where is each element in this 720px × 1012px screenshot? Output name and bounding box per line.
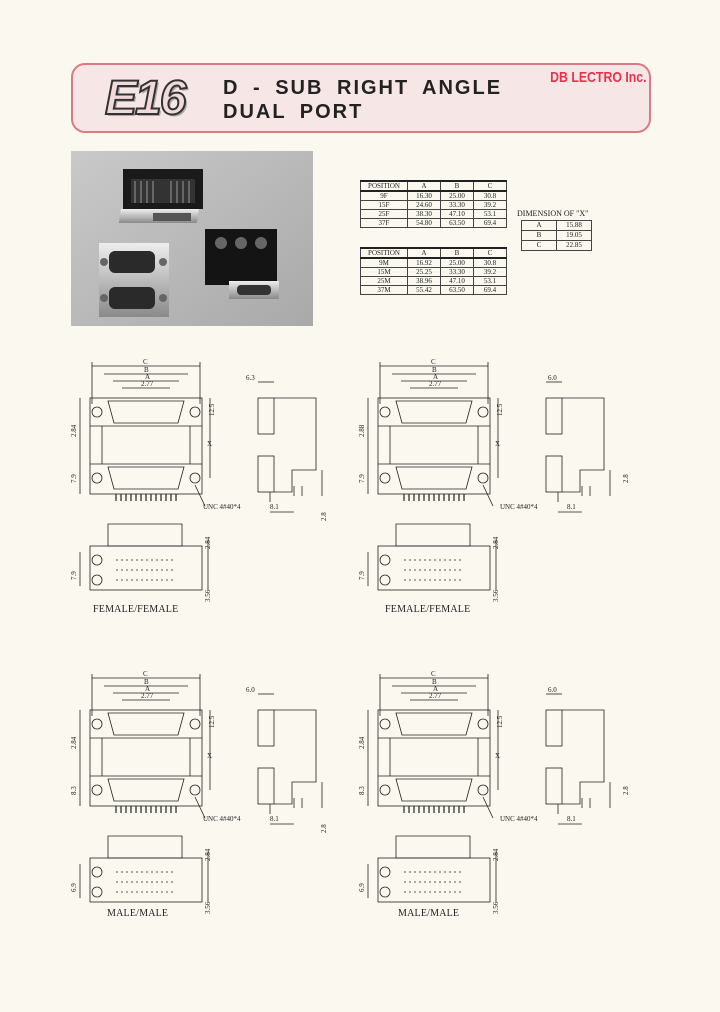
dim-label: 6.0: [548, 686, 557, 694]
dim-label: 2.8: [622, 474, 630, 483]
dim-label: 6.9: [70, 883, 78, 892]
dim-label: X: [495, 440, 500, 448]
dim-label: C: [143, 670, 148, 678]
dim-label: B: [432, 678, 437, 686]
dim-label: 2.84: [204, 536, 212, 549]
dim-label: A: [145, 373, 150, 381]
dim-label: 6.3: [246, 374, 255, 382]
dim-label: 2.77: [141, 380, 154, 388]
dim-label: B: [432, 366, 437, 374]
dim-label: 8.1: [567, 815, 576, 823]
dim-label: X: [495, 752, 500, 760]
drawing-male-male-2: [367, 673, 611, 903]
dim-label: X: [207, 440, 212, 448]
dim-label: 6.0: [246, 686, 255, 694]
col-header-position: POSITION: [360, 180, 408, 192]
dim-label: 7.9: [358, 474, 366, 483]
col-header-c: C: [473, 247, 507, 259]
dim-label: B: [144, 366, 149, 374]
dim-label: 6.9: [358, 883, 366, 892]
dim-label: 2.77: [141, 692, 154, 700]
part-code: E16: [104, 71, 187, 126]
col-header-b: B: [440, 180, 474, 192]
dim-label: 2.84: [204, 848, 212, 861]
table-header-row: POSITION A B C: [360, 247, 507, 259]
dim-label: 2.84: [492, 536, 500, 549]
dim-label: C: [431, 358, 436, 366]
dim-label: 2.8: [320, 512, 328, 521]
cell: 69.4: [473, 218, 507, 228]
dim-label: 3.56: [204, 901, 212, 914]
dim-label: 8.3: [358, 786, 366, 795]
dim-label: 7.9: [70, 474, 78, 483]
dim-label: UNC 4#40*4: [500, 815, 538, 823]
drawing-caption: MALE/MALE: [107, 908, 169, 919]
dim-label: 7.9: [70, 571, 78, 580]
dim-label: 2.8: [320, 824, 328, 833]
dim-label: 2.84: [70, 736, 78, 749]
dim-label: 2.84: [70, 424, 78, 437]
dim-label: 3.56: [492, 901, 500, 914]
col-header-b: B: [440, 247, 474, 259]
drawing-caption: MALE/MALE: [398, 908, 460, 919]
dim-label: A: [433, 373, 438, 381]
dim-label: 2.84: [492, 848, 500, 861]
dim-label: B: [144, 678, 149, 686]
drawing-caption: FEMALE/FEMALE: [385, 604, 471, 615]
dim-label: 12.5: [208, 715, 216, 728]
col-header-c: C: [473, 180, 507, 192]
drawing-caption: FEMALE/FEMALE: [93, 604, 179, 615]
product-photo: [71, 151, 313, 326]
dim-label: C: [431, 670, 436, 678]
dim-label: 8.1: [567, 503, 576, 511]
dim-label: X: [207, 752, 212, 760]
dim-label: UNC 4#40*4: [203, 503, 241, 511]
dim-label: A: [145, 685, 150, 693]
dim-label: 2.8: [622, 786, 630, 795]
dim-label: 12.5: [208, 403, 216, 416]
title-line-1: D - SUB RIGHT ANGLE: [223, 77, 503, 99]
dim-label: 8.1: [270, 503, 279, 511]
drawing-female-female-2: [367, 361, 611, 591]
dim-label: 6.0: [548, 374, 557, 382]
dim-label: 7.9: [358, 571, 366, 580]
cell: 22.85: [556, 240, 592, 251]
dim-label: 12.5: [496, 715, 504, 728]
connector-photo-illustration: [71, 151, 313, 326]
dim-label: 8.3: [70, 786, 78, 795]
drawing-female-female-1: [79, 361, 323, 591]
dim-label: 12.5: [496, 403, 504, 416]
drawing-male-male-1: [79, 673, 323, 903]
col-header-a: A: [407, 247, 441, 259]
dim-label: 2.77: [429, 692, 442, 700]
col-header-a: A: [407, 180, 441, 192]
dim-label: 3.56: [492, 589, 500, 602]
title-banner: E16 D - SUB RIGHT ANGLE DUAL PORT DB LEC…: [71, 63, 651, 133]
dimension-labels: C B A 2.77 12.5 2.84 X 7.9 6.3 8.1 2.8 U…: [70, 358, 630, 914]
dim-label: UNC 4#40*4: [203, 815, 241, 823]
dim-label: 3.56: [204, 589, 212, 602]
dim-label: 2.84: [358, 736, 366, 749]
dim-label: A: [433, 685, 438, 693]
table-header-row: POSITION A B C: [360, 180, 507, 192]
dim-label: 2.77: [429, 380, 442, 388]
cell: 69.4: [473, 285, 507, 295]
dimension-x-caption: DIMENSION OF "X": [517, 209, 589, 218]
dim-label: UNC 4#40*4: [500, 503, 538, 511]
dim-label: C: [143, 358, 148, 366]
dim-label: 2.88: [358, 424, 366, 437]
dim-label: 8.1: [270, 815, 279, 823]
brand-logo: DB LECTRO Inc.: [550, 69, 647, 86]
title-line-2: DUAL PORT: [223, 101, 364, 123]
